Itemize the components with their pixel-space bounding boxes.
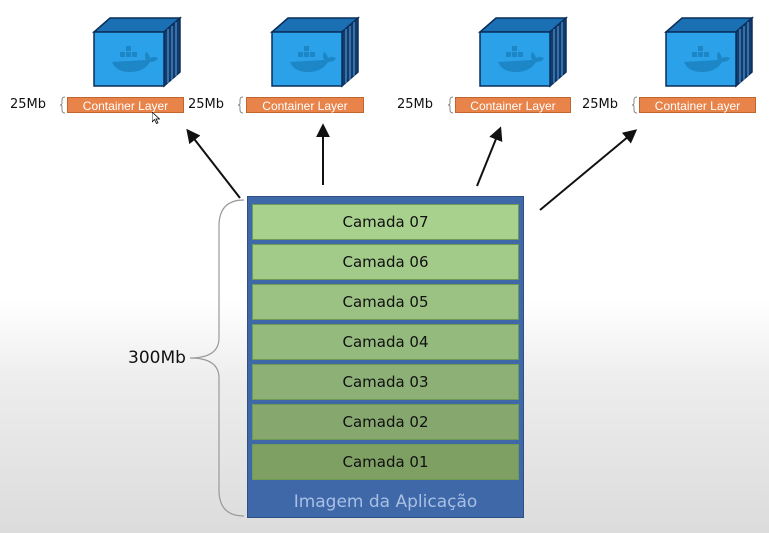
total-size-brace (189, 199, 245, 517)
container-size-label: 25Mb (397, 97, 434, 112)
docker-cube-icon (92, 16, 182, 88)
docker-cube-icon (664, 16, 754, 88)
total-size-label: 300Mb (128, 348, 186, 368)
container-layer-box: Container Layer (246, 97, 364, 113)
mouse-cursor-icon (152, 112, 160, 124)
layer-04: Camada 04 (252, 324, 519, 360)
docker-cube-icon (270, 16, 360, 88)
container-size-label: 25Mb (10, 97, 47, 112)
container-size-label: 25Mb (582, 97, 619, 112)
layer-05: Camada 05 (252, 284, 519, 320)
container-size-label: 25Mb (188, 97, 225, 112)
arrow (539, 129, 638, 211)
layer-01: Camada 01 (252, 444, 519, 480)
small-brace (632, 96, 638, 114)
layer-07: Camada 07 (252, 204, 519, 240)
layer-06: Camada 06 (252, 244, 519, 280)
small-brace (238, 96, 244, 114)
small-brace (448, 96, 454, 114)
arrow (476, 126, 503, 187)
docker-cube-icon (478, 16, 568, 88)
layer-02: Camada 02 (252, 404, 519, 440)
layer-03: Camada 03 (252, 364, 519, 400)
image-caption: Imagem da Aplicação (293, 492, 478, 512)
arrow (186, 128, 241, 199)
container-layer-box: Container Layer (639, 97, 756, 113)
container-layer-box: Container Layer (67, 97, 184, 113)
small-brace (60, 96, 66, 114)
application-image-block: Camada 07 Camada 06 Camada 05 Camada 04 … (247, 196, 524, 518)
container-layer-box: Container Layer (455, 97, 571, 113)
